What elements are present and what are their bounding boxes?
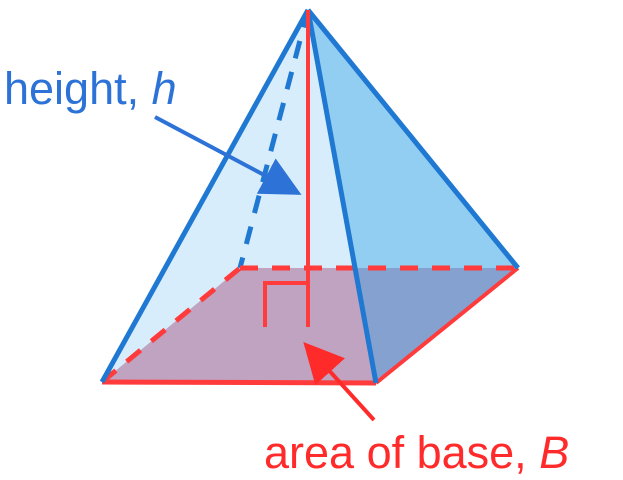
base-label-text: area of base, (264, 427, 539, 478)
pyramid-hidden-edge-back-left (237, 9, 311, 269)
base-arrow (303, 342, 376, 422)
height-arrow (154, 115, 302, 195)
right-angle-marker (263, 281, 308, 327)
height-label-text: height, (4, 63, 152, 114)
base-label-symbol: B (539, 427, 569, 478)
pyramid-edge-right (306, 8, 520, 270)
base-label: area of base, B (264, 427, 569, 478)
base-front-edge (101, 379, 377, 386)
pyramid-edge-left (99, 8, 311, 384)
pyramid-edge-front (305, 9, 379, 384)
height-label: height, h (4, 63, 177, 114)
height-label-symbol: h (152, 63, 177, 114)
base-right-edge (374, 266, 520, 385)
